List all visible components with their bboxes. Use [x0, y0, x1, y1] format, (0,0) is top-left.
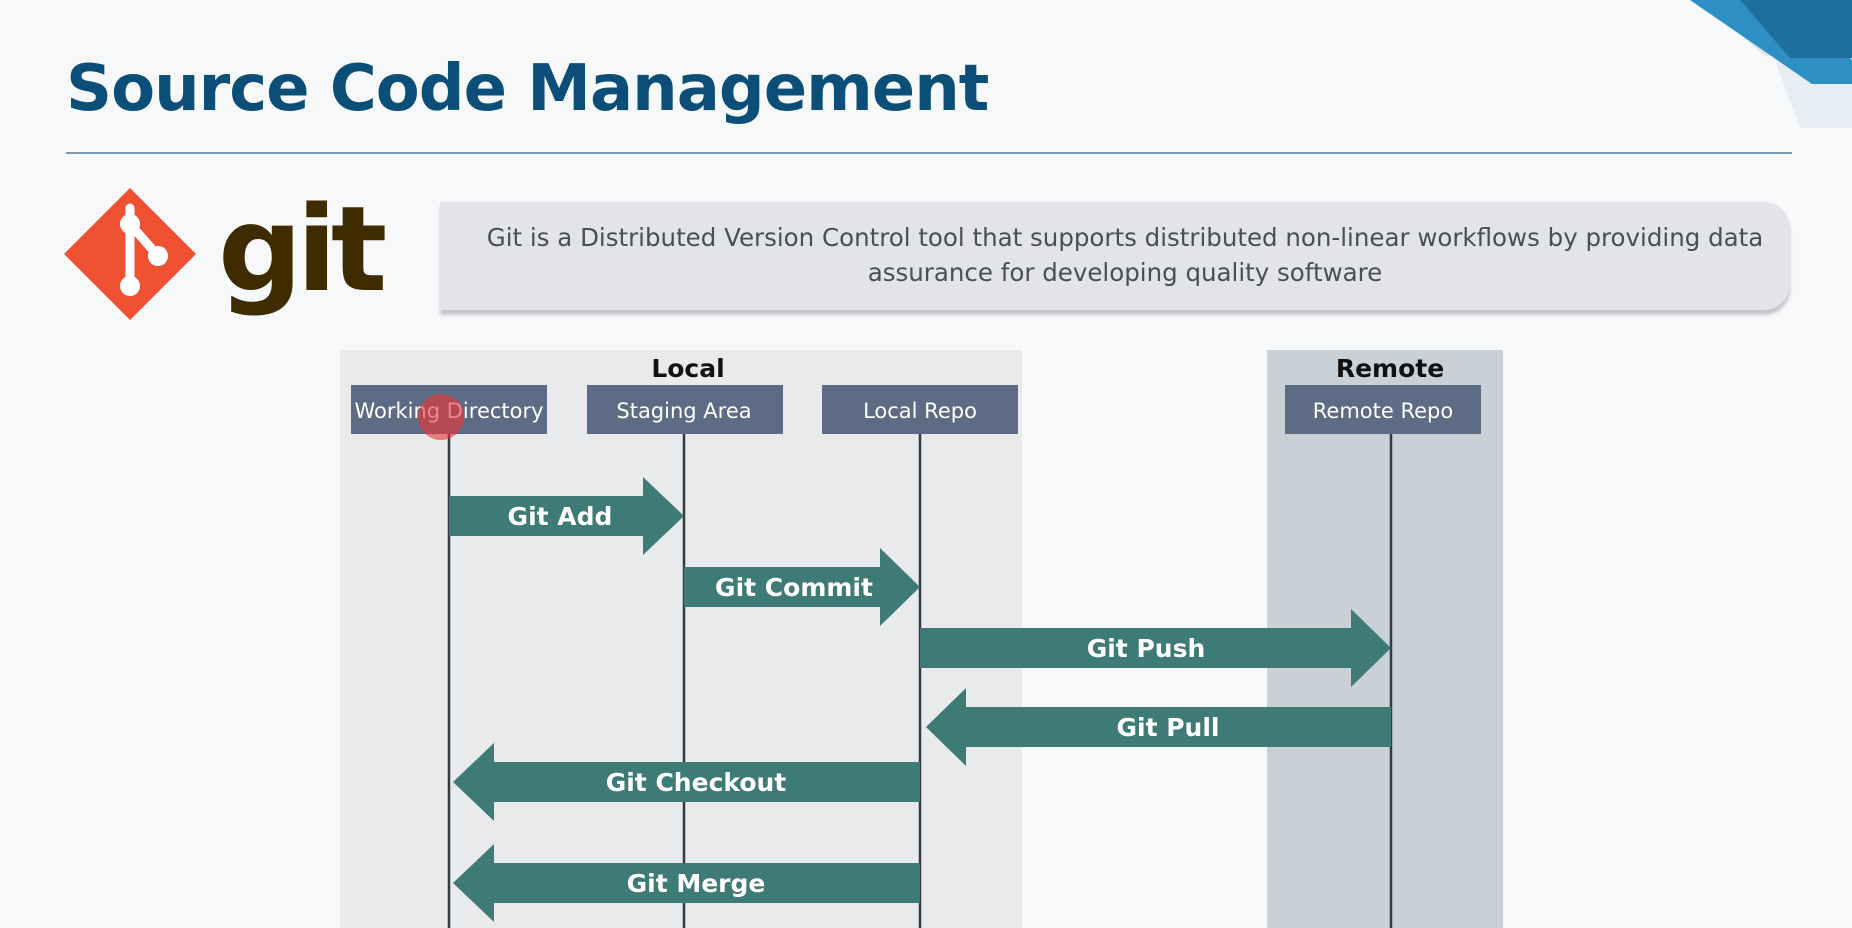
- git-logo: git: [64, 186, 390, 320]
- description-callout: [440, 202, 1790, 310]
- arrow-git-pull-label: Git Pull: [1116, 713, 1219, 742]
- arrow-git-merge-label: Git Merge: [627, 869, 766, 898]
- description-text: Git is a Distributed Version Control too…: [486, 223, 1764, 287]
- arrow-git-add: Git Add: [449, 477, 684, 555]
- local-region: [340, 350, 1022, 928]
- slide-title: Source Code Management: [66, 52, 989, 126]
- lane-remote-repo: Remote Repo: [1285, 385, 1481, 434]
- local-region-label: Local: [651, 354, 724, 383]
- cursor-highlight: [418, 394, 464, 440]
- title-divider: [66, 152, 1792, 154]
- git-diamond-icon: [64, 188, 196, 320]
- arrow-git-checkout-label: Git Checkout: [606, 768, 787, 797]
- lane-staging-area: Staging Area: [587, 385, 783, 434]
- arrow-git-add-label: Git Add: [508, 502, 613, 531]
- lane-local-repo: Local Repo: [822, 385, 1018, 434]
- arrow-git-pull: Git Pull: [926, 688, 1391, 766]
- lane-remote-repo-label: Remote Repo: [1313, 399, 1453, 423]
- git-wordmark: git: [218, 186, 385, 318]
- lane-local-repo-label: Local Repo: [863, 399, 977, 423]
- arrow-git-commit: Git Commit: [684, 548, 920, 626]
- arrow-git-checkout: Git Checkout: [453, 743, 920, 821]
- arrow-git-merge: Git Merge: [453, 844, 920, 922]
- arrow-git-push: Git Push: [920, 609, 1391, 687]
- arrow-git-push-label: Git Push: [1087, 634, 1206, 663]
- remote-region-label: Remote: [1336, 354, 1444, 383]
- arrow-git-commit-label: Git Commit: [715, 573, 873, 602]
- lane-staging-area-label: Staging Area: [616, 399, 751, 423]
